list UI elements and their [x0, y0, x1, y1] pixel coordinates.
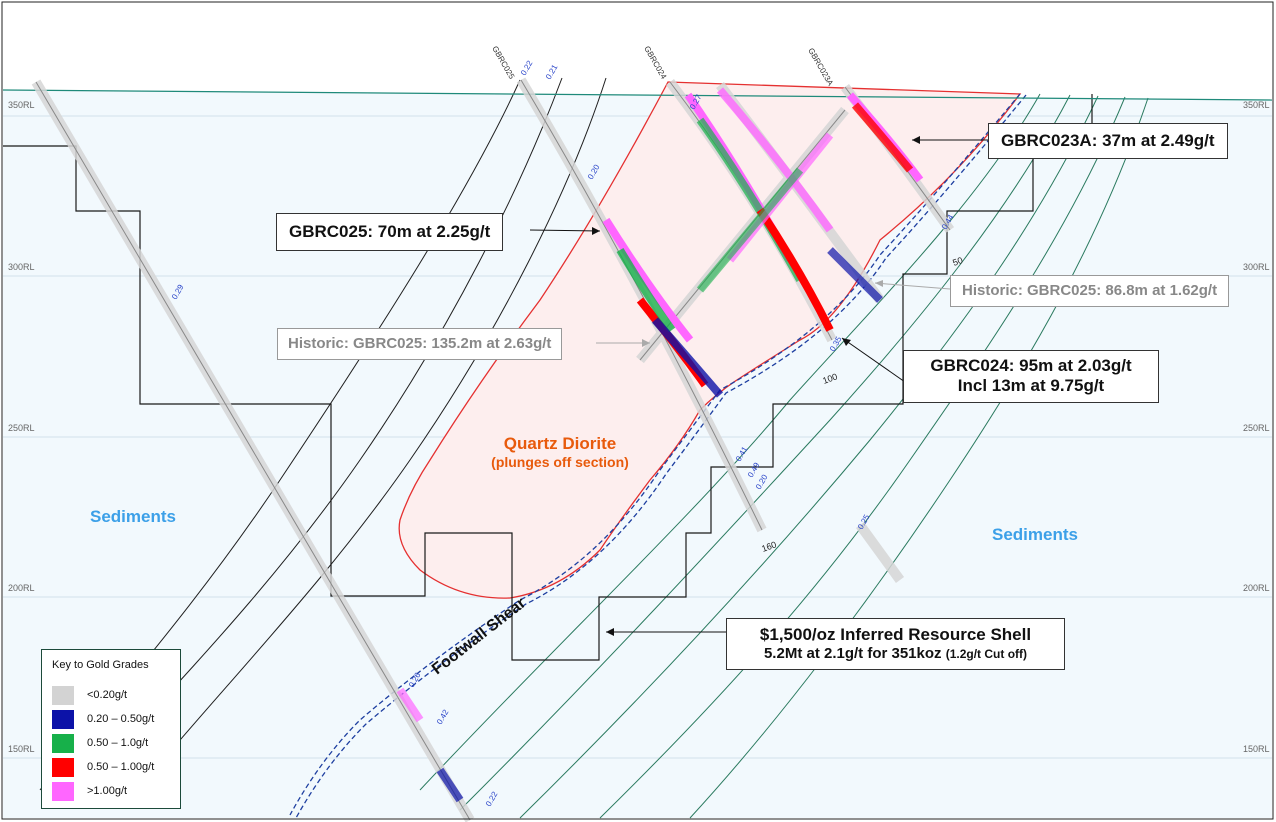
legend-label: 0.50 – 1.00g/t	[87, 761, 155, 773]
callout-pointers	[529, 139, 988, 633]
legend-swatch	[52, 734, 74, 753]
callout-historic-86m: Historic: GBRC025: 86.8m at 1.62g/t	[950, 275, 1230, 307]
rl-label: 250RL	[8, 423, 35, 433]
callout-gbrc024: GBRC024: 95m at 2.03g/t Incl 13m at 9.75…	[903, 350, 1159, 403]
rl-label: 350RL	[8, 100, 35, 110]
quartz-diorite-subtitle: (plunges off section)	[491, 454, 629, 470]
intercept-gbrc025-high	[602, 217, 694, 343]
right-contours	[419, 93, 1149, 819]
historic-arrowheads	[642, 280, 883, 347]
callout-resource-shell: $1,500/oz Inferred Resource Shell 5.2Mt …	[726, 618, 1065, 671]
grade-intercepts	[396, 87, 924, 803]
sediments-label-right: Sediments	[992, 525, 1078, 544]
intercept-gbrc023a-mid	[851, 102, 914, 173]
legend-title: Key to Gold Grades	[52, 659, 149, 671]
sediments-label-left: Sediments	[90, 507, 176, 526]
quartz-diorite-title: Quartz Diorite	[503, 434, 617, 453]
rl-label: 350RL	[1243, 100, 1270, 110]
callout-shell-line2: 5.2Mt at 2.1g/t for 351koz	[763, 645, 942, 663]
callout-shell-line2-wrap: 5.2Mt at 2.1g/t for 351koz (1.2g/t Cut o…	[727, 645, 1064, 663]
callout-gbrc024-line1: GBRC024: 95m at 2.03g/t	[930, 356, 1132, 375]
rl-label: 150RL	[1243, 744, 1270, 754]
callout-gbrc025: GBRC025: 70m at 2.25g/t	[276, 213, 504, 252]
intercept-gbrc025-low	[616, 247, 676, 333]
legend-label: 0.50 – 1.0g/t	[87, 737, 149, 749]
intercept-deep-high	[396, 687, 424, 723]
intercept-right-base	[827, 247, 883, 303]
intercept-historic-low	[696, 167, 804, 293]
rl-label: 250RL	[1243, 423, 1270, 433]
depth-tick: 160	[760, 539, 778, 554]
intercept-gbrc025-base	[651, 317, 724, 398]
legend-label: >1.00g/t	[87, 785, 128, 797]
legend-label: 0.20 – 0.50g/t	[87, 713, 155, 725]
callout-shell-line1: $1,500/oz Inferred Resource Shell	[759, 625, 1032, 644]
rl-label: 200RL	[1243, 583, 1270, 593]
callout-arrowheads	[592, 136, 920, 636]
topography-line	[2, 89, 1273, 101]
legend-swatch	[52, 782, 74, 801]
intercept-mid-high	[716, 87, 834, 233]
gold-grade-legend: Key to Gold Grades <0.20g/t 0.20 – 0.50g…	[41, 649, 181, 809]
quartz-diorite-label: Quartz Diorite (plunges off section)	[469, 434, 651, 470]
legend-swatch	[52, 686, 74, 705]
rl-label: 200RL	[8, 583, 35, 593]
intercept-gbrc024-mid	[756, 207, 834, 332]
quartz-diorite-body	[398, 81, 1022, 599]
legend-swatch	[52, 710, 74, 729]
depth-tick: 100	[821, 371, 839, 386]
legend-label: <0.20g/t	[87, 689, 128, 701]
callout-gbrc024-line2: Incl 13m at 9.75g/t	[957, 376, 1105, 396]
depth-tick: 50	[951, 255, 964, 268]
rl-label: 300RL	[1243, 262, 1270, 272]
intercept-deep-base	[436, 767, 464, 803]
historic-pointers	[596, 282, 951, 344]
rl-labels-right: 350RL 300RL 250RL 200RL 150RL	[1243, 100, 1270, 754]
callout-shell-cutoff: (1.2g/t Cut off)	[945, 647, 1028, 662]
rl-labels-left: 350RL 300RL 250RL 200RL 150RL	[8, 100, 35, 754]
callout-historic-135m: Historic: GBRC025: 135.2m at 2.63g/t	[277, 328, 563, 360]
rl-label: 150RL	[8, 744, 35, 754]
callout-gbrc023a: GBRC023A: 37m at 2.49g/t	[988, 123, 1228, 160]
rl-label: 300RL	[8, 262, 35, 272]
depth-ticks: 50 100 160	[760, 255, 964, 554]
drillhole-small-trace	[855, 522, 905, 583]
legend-swatch	[52, 758, 74, 777]
footwall-shear-line	[289, 93, 1027, 819]
